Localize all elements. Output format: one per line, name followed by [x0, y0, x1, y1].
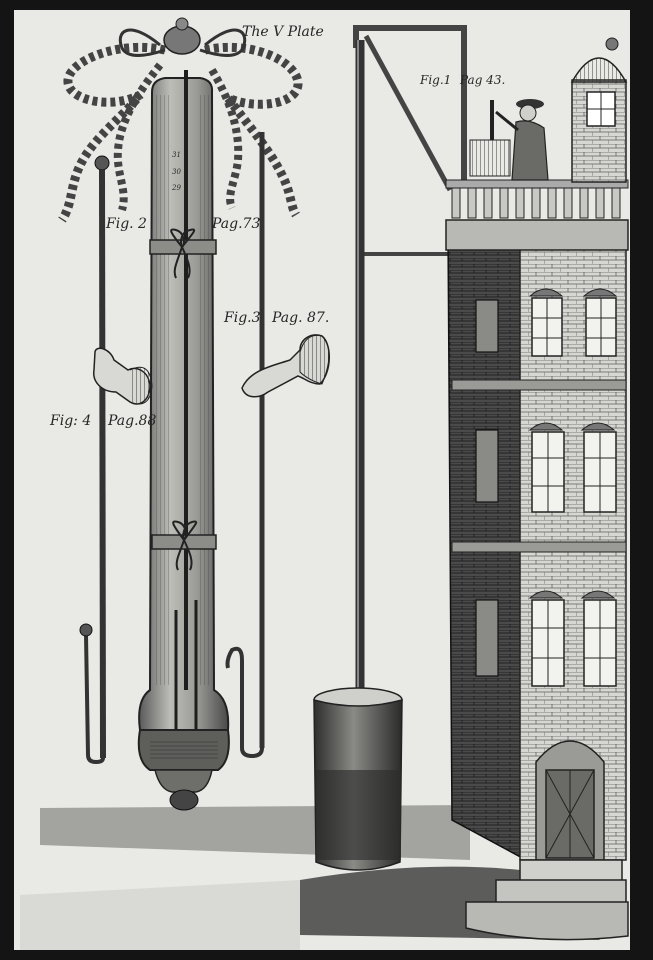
fig2-label: Fig. 2 [105, 216, 147, 232]
tower-building [445, 37, 629, 941]
fig3-tube-bend [225, 646, 264, 759]
balusters [451, 187, 621, 219]
fig4-tube-bend [84, 634, 105, 765]
cistern-ornament [150, 740, 218, 760]
barometer-board-hatch [155, 95, 169, 685]
window-r1-a [528, 288, 564, 357]
cistern-foot [169, 789, 199, 811]
fig4-tube-line [99, 169, 106, 759]
window-r2-b [580, 422, 617, 513]
fig4-label: Fig: 4 [49, 413, 91, 429]
hand-fig3-cuff [299, 334, 330, 385]
fig1-frame [353, 25, 467, 180]
fig4-tube-end-bulb [79, 623, 93, 637]
building-door [535, 740, 605, 861]
fig1-label: Fig.1 [419, 73, 451, 87]
floor-shade [20, 880, 300, 950]
fig2-page: Pag.73 [211, 216, 260, 232]
cistern-lower [154, 769, 213, 793]
fig1-long-tube [313, 25, 467, 871]
window-r3-b [580, 590, 617, 687]
scale-mark-31: 31 [172, 151, 181, 159]
fig4-tube [79, 155, 153, 765]
window-r2-a [528, 422, 565, 513]
scale-mark-29: 29 [171, 184, 181, 192]
window-r3-a [528, 590, 565, 687]
front-windows [528, 288, 618, 687]
ribbon-right [204, 42, 303, 218]
observer-figure [469, 99, 549, 181]
cupola-finial [605, 37, 619, 51]
ribbon-bow [118, 28, 247, 57]
cupola-dome [570, 57, 628, 83]
fig3-tube [225, 132, 330, 759]
central-barometer: 31 30 29 [58, 17, 303, 811]
fig3-label: Fig.3 [223, 310, 261, 326]
plate-title: The V Plate [242, 24, 324, 40]
barometer-board-hatch-r [198, 95, 211, 685]
fig1-cistern-liquid [316, 770, 401, 860]
cornice-2 [451, 541, 627, 553]
fig1-brace [363, 34, 453, 192]
ribbon-left-2 [113, 62, 164, 212]
band-bottom-bow [172, 520, 198, 571]
fig3-page: Pag. 87. [271, 310, 329, 326]
step-bottom [465, 901, 629, 941]
finial-knob [175, 17, 189, 31]
band-top-bow [170, 228, 196, 279]
fig4-tube-bulb [94, 155, 110, 171]
hand-fig4-cuff [129, 366, 153, 405]
window-r1-b [582, 288, 618, 357]
fig4-page: Pag.88 [107, 413, 156, 429]
scale-mark-30: 30 [172, 168, 181, 176]
cornice-1 [451, 379, 627, 391]
left-face-windows [475, 299, 499, 677]
fig1-page: Pag 43. [459, 73, 505, 87]
ribbon-right-2 [208, 67, 243, 210]
cornice-top [445, 219, 629, 251]
